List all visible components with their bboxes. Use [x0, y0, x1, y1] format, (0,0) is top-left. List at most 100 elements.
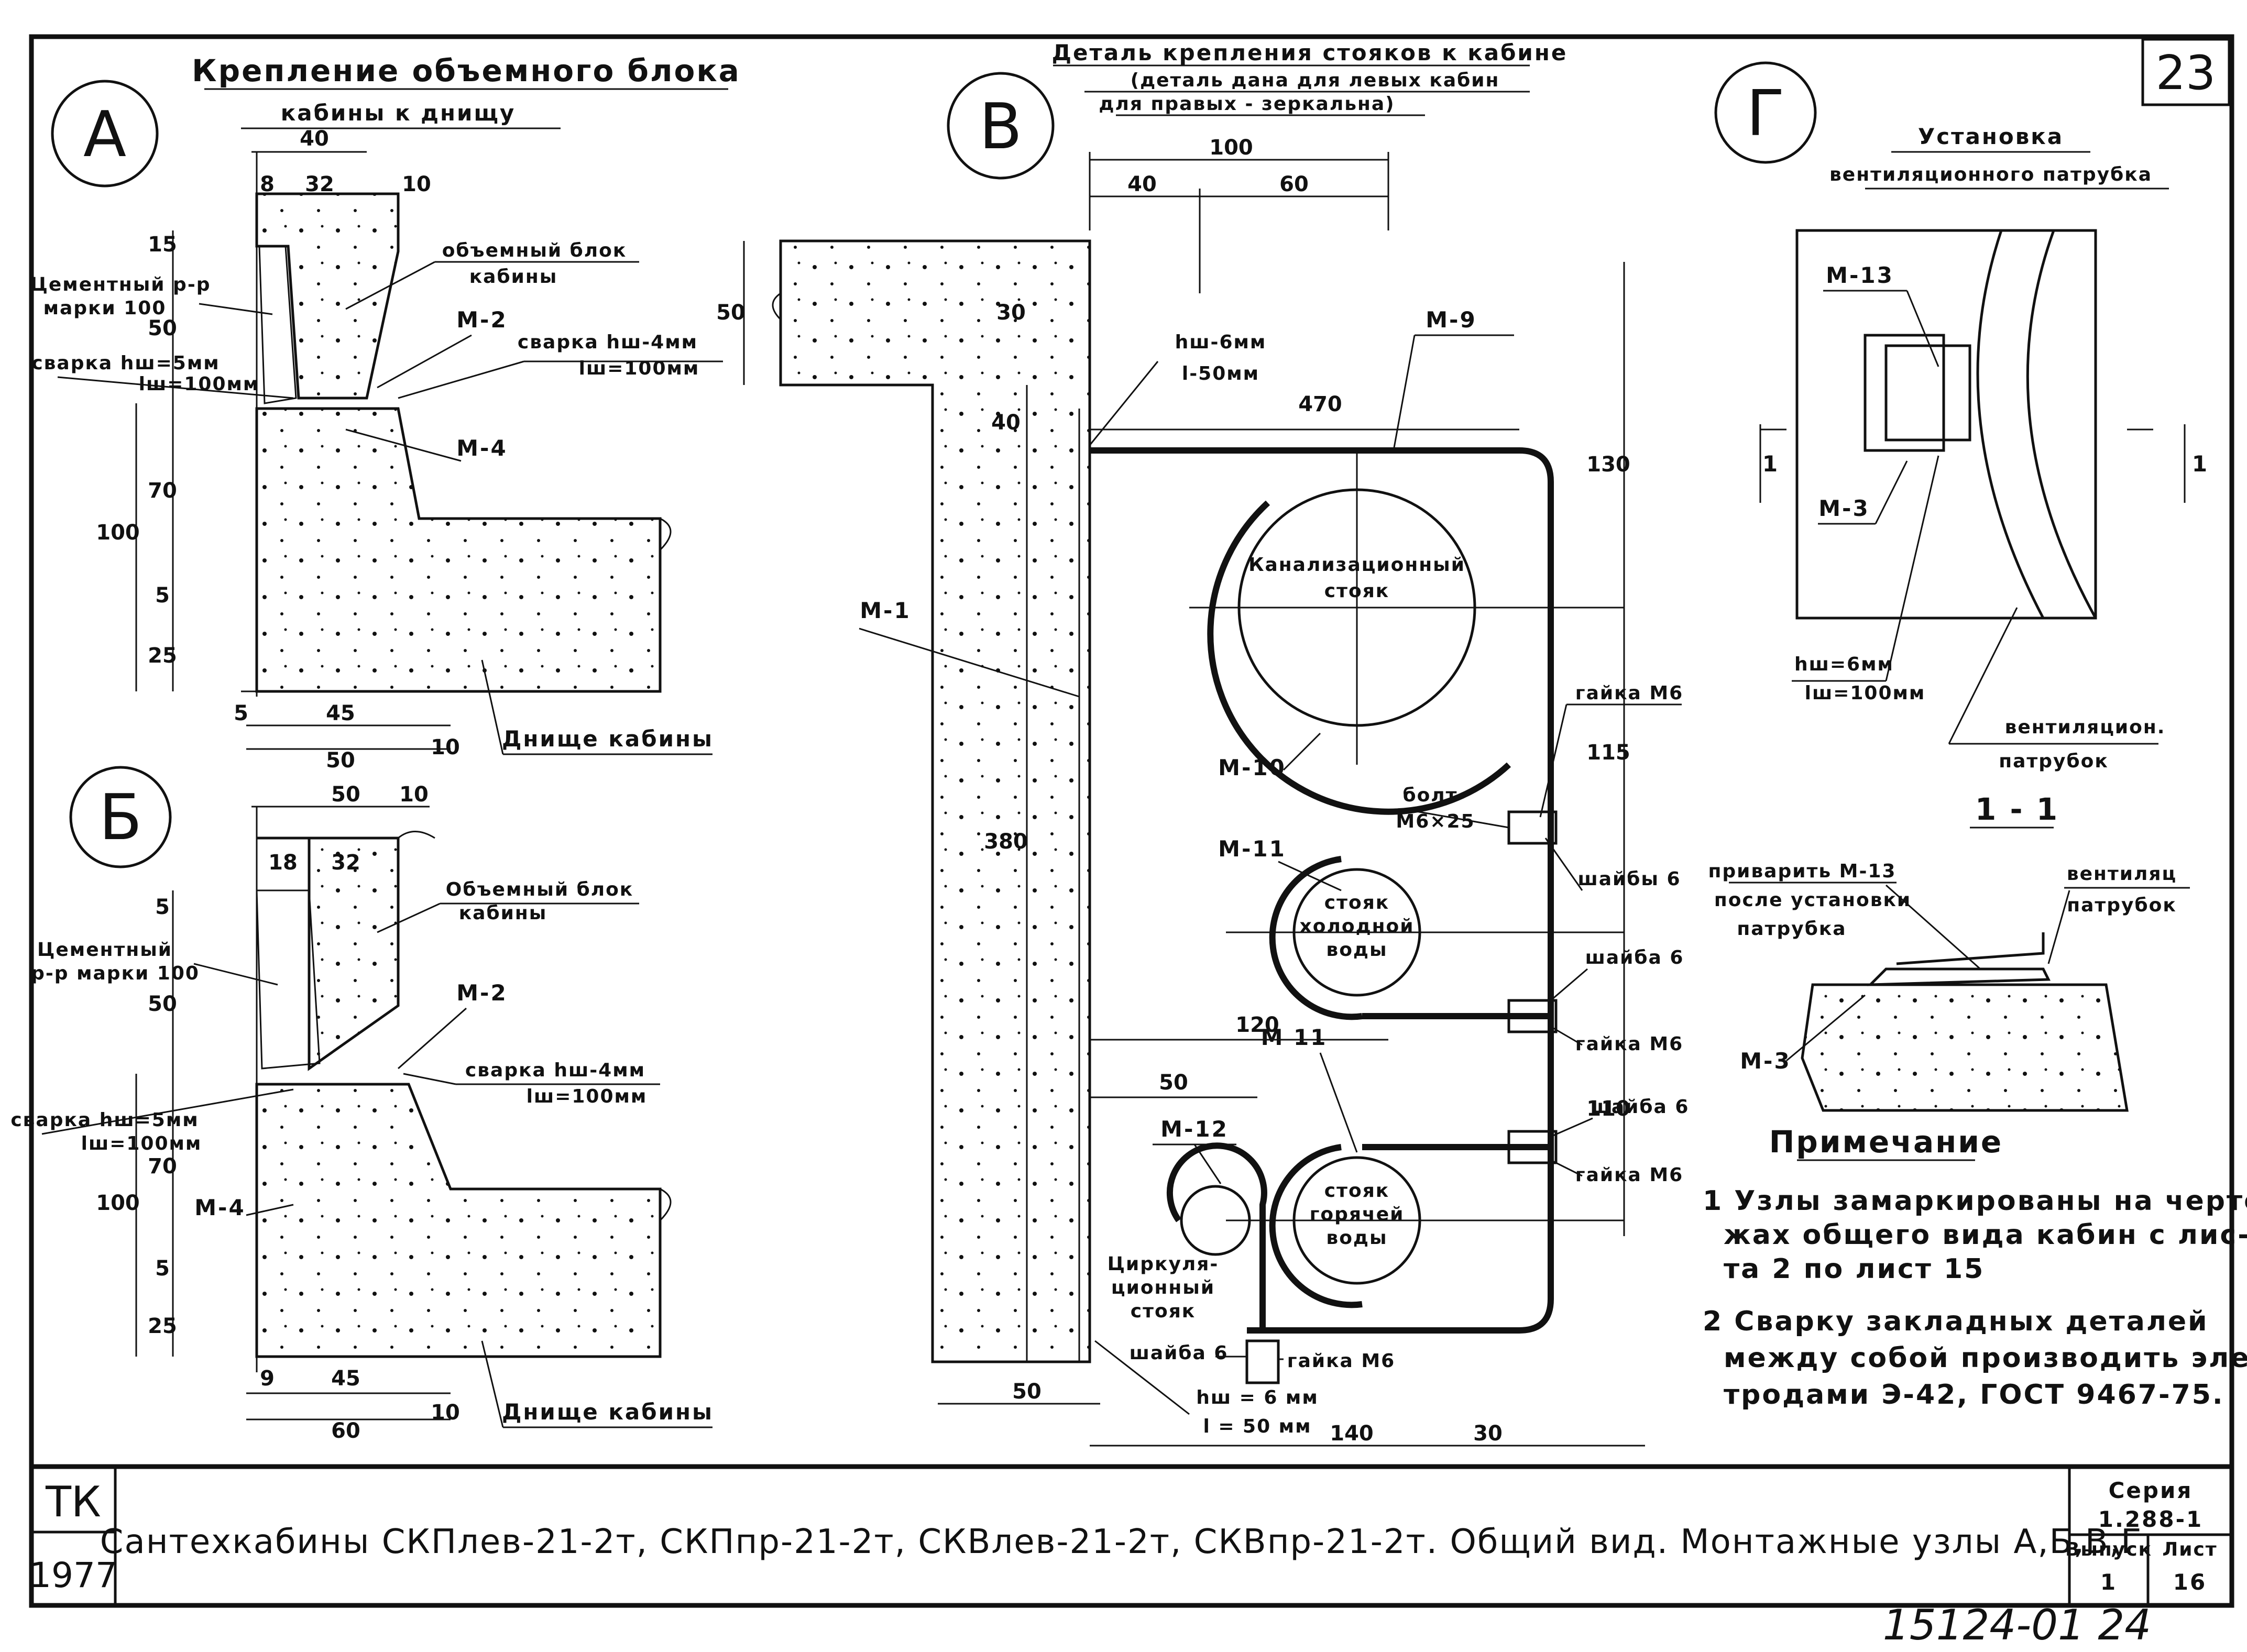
node-b-dim-18: 18	[268, 851, 298, 875]
node-v-dim-115: 115	[1586, 741, 1630, 765]
node-b-m2: М-2	[456, 980, 507, 1006]
node-v-dim-110: 110	[1586, 1097, 1630, 1121]
node-a-weld-right-1: сварка hш-4мм	[518, 332, 698, 353]
org-code: ТК	[45, 1478, 101, 1526]
node-g-weld-2: lш=100мм	[1805, 682, 1926, 704]
node-v-washer-2: шайба 6	[1585, 947, 1684, 968]
node-g: Г Установка вентиляционного патрубка 1 1…	[1708, 61, 2207, 1112]
node-b: Б 50 10 18 32 5 50 100 70 5 25 9 45 60 1…	[10, 766, 714, 1443]
node-v-dim-140: 140	[1330, 1422, 1374, 1446]
node-a-dim-40: 40	[300, 127, 329, 151]
node-b-dim-5b: 5	[155, 1257, 170, 1281]
node-g-weld-after-2: после установки	[1714, 889, 1911, 911]
node-v-dim-50c: 50	[1012, 1380, 1042, 1404]
node-g-vent-2: патрубок	[1999, 751, 2109, 772]
node-v-m11b: М 11	[1261, 1025, 1328, 1050]
node-b-dim-9: 9	[260, 1367, 275, 1391]
node-a-dim-100: 100	[96, 521, 140, 545]
node-a-dim-45: 45	[326, 701, 355, 725]
node-v-title-2: (деталь дана для левых кабин	[1131, 70, 1500, 91]
node-a-dim-10b: 10	[431, 735, 460, 759]
node-a-title-1: Крепление объемного блока	[192, 53, 741, 89]
node-g-section-mark-left: 1	[1762, 451, 1779, 477]
node-a-m2: М-2	[456, 307, 507, 333]
note-line-1: 1 Узлы замаркированы на черте-	[1703, 1185, 2247, 1217]
node-b-cement-2: р-р марки 100	[31, 963, 200, 984]
hot-label-1: стояк	[1324, 1180, 1390, 1202]
node-v-weld-bottom-2: l = 50 мм	[1203, 1416, 1311, 1437]
node-g-marker	[1714, 61, 1817, 164]
node-v-dim-30b: 30	[1473, 1422, 1503, 1446]
node-v-nut-3: гайка М6	[1575, 1164, 1683, 1186]
node-b-floor: Днище кабины	[502, 1399, 714, 1425]
node-v-title-3: для правых - зеркальна)	[1099, 93, 1395, 115]
issue-label: Выпуск	[2065, 1539, 2152, 1560]
node-b-dim-10b: 10	[431, 1401, 460, 1425]
sheet-number-box: 23	[2141, 38, 2231, 106]
node-a-floor: Днище кабины	[502, 726, 714, 752]
node-v-dim-50: 50	[716, 301, 746, 325]
node-a-dim-5b: 5	[234, 701, 248, 725]
node-v-dim-130: 130	[1586, 453, 1630, 477]
year: 1977	[29, 1555, 117, 1595]
node-v-nut-1: гайка М6	[1575, 682, 1683, 704]
node-g-m3: М-3	[1818, 495, 1869, 521]
node-v-dim-30: 30	[996, 301, 1026, 325]
node-v-title-1: Деталь крепления стояков к кабине	[1052, 40, 1568, 65]
node-b-dim-70: 70	[148, 1154, 177, 1179]
circulation-riser	[1180, 1185, 1251, 1256]
node-b-letter: Б	[99, 781, 142, 854]
node-v-weld-bottom-1: hш = 6 мм	[1196, 1387, 1319, 1408]
node-g-vent-1: вентиляцион.	[2005, 717, 2166, 738]
node-v-m1: М-1	[860, 598, 911, 623]
node-v-letter: В	[979, 91, 1022, 163]
note-line-3: та 2 по лист 15	[1724, 1253, 1985, 1285]
node-v-washer-3: шайба 6	[1591, 1096, 1690, 1118]
node-v-m12: М-12	[1160, 1116, 1229, 1142]
node-g-weld-after-1: приварить М-13	[1708, 861, 1897, 882]
node-a-cement-1: Цементный р-р	[30, 274, 211, 295]
note-line-5: между собой производить элек-	[1724, 1342, 2247, 1374]
node-v-nut-2: гайка М6	[1575, 1033, 1683, 1055]
node-g-title-2: вентиляционного патрубка	[1829, 164, 2152, 185]
circ-label-2: ционный	[1111, 1277, 1215, 1298]
title-block: ТК 1977 Сантехкабины СКПлев-21-2т, СКПпр…	[29, 1464, 2232, 1605]
node-b-dim-10: 10	[399, 783, 429, 807]
sewer-label-2: стояк	[1324, 580, 1390, 602]
archive-stamp: 15124-01 24	[1883, 1601, 2151, 1649]
node-v-washers: шайбы 6	[1577, 868, 1681, 890]
sheet-number: 23	[2156, 46, 2216, 101]
note-line-6: тродами Э-42, ГОСТ 9467-75.	[1724, 1379, 2224, 1411]
node-b-block-label-1: Объемный блок	[446, 879, 634, 900]
sewer-label-1: Канализационный	[1248, 554, 1465, 576]
series-label: Серия	[2109, 1478, 2193, 1503]
node-v-m10: М-10	[1218, 755, 1286, 780]
node-b-weld-left-2: lш=100мм	[81, 1133, 202, 1154]
node-v-dim-40b: 40	[991, 411, 1021, 435]
cold-label-3: воды	[1326, 939, 1387, 961]
sheet-value: 16	[2173, 1569, 2207, 1595]
node-a-dim-25: 25	[148, 644, 177, 668]
node-b-weld-left-1: сварка hш=5мм	[10, 1109, 199, 1131]
node-g-m3-b: М-3	[1740, 1048, 1791, 1074]
cold-label-2: холодной	[1300, 916, 1415, 937]
issue-value: 1	[2100, 1569, 2117, 1595]
node-v-dim-60: 60	[1279, 172, 1309, 196]
node-b-dim-25: 25	[148, 1314, 177, 1338]
node-v-dim-50b: 50	[1159, 1071, 1188, 1095]
node-g-weld-after-3: патрубка	[1737, 918, 1846, 940]
node-v-m11a: М-11	[1218, 836, 1286, 862]
node-v-dim-100: 100	[1209, 136, 1253, 160]
node-b-weld-right-1: сварка hш-4мм	[465, 1060, 645, 1081]
node-g-weld-1: hш=6мм	[1794, 654, 1894, 675]
node-g-vent-pipe-2a: вентиляц	[2067, 863, 2177, 885]
node-g-vent-pipe-2b: патрубок	[2067, 895, 2177, 916]
circ-label-1: Циркуля-	[1108, 1253, 1219, 1275]
node-b-marker	[69, 766, 172, 868]
node-b-cement-1: Цементный	[37, 939, 172, 961]
node-v: В Деталь крепления стояков к кабине (дет…	[716, 40, 1690, 1447]
node-a-dim-8: 8	[260, 172, 275, 196]
node-v-weld-top-2: l-50мм	[1182, 363, 1259, 384]
node-g-section-title: 1 - 1	[1975, 791, 2059, 827]
